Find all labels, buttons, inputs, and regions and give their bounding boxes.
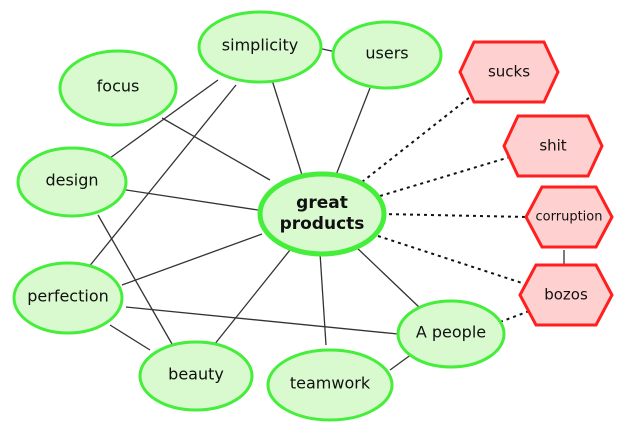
node-design: design [16,146,128,218]
solid-edges [87,47,565,371]
node-design-label: design [45,171,98,190]
center-label-line1: great [296,193,348,213]
edge-focus-center [161,117,271,181]
node-corruption: corruption [524,185,614,249]
node-teamwork: teamwork [266,348,394,422]
node-perfection: perfection [12,261,124,335]
node-beauty: beauty [138,340,254,412]
edge-simplicity-center [271,79,303,176]
node-perfection-label: perfection [27,287,109,306]
edge-apeople-center [354,245,421,309]
node-teamwork-label: teamwork [290,374,371,393]
node-bozos-label: bozos [544,286,588,304]
node-sucks-label: sucks [488,63,530,81]
dashed-edges [361,96,533,323]
edge-perfection-center [121,233,263,286]
node-focus: focus [58,49,178,127]
edge-perfection-beauty [109,324,151,351]
node-focus-label: focus [97,77,140,96]
dash-center-bozos [377,235,523,284]
edge-design-simplicity [109,79,219,159]
node-shit-label: shit [539,137,566,155]
node-simplicity: simplicity [197,10,323,84]
dash-apeople-bozos [499,309,533,323]
edge-teamwork-apeople [389,353,413,371]
node-users: users [331,20,443,90]
edge-beauty-center [209,249,291,351]
dash-center-corruption [381,213,529,218]
center-label-line2: products [280,214,365,234]
node-sucks: sucks [458,40,560,104]
node-users-label: users [365,44,408,63]
node-a-people-label: A people [416,323,486,342]
node-corruption-label: corruption [536,210,603,225]
edge-perfection-simplicity [87,84,237,269]
edge-design-center [125,189,259,211]
dash-center-sucks [361,96,471,183]
node-great-products: great products [257,171,387,257]
node-shit: shit [502,114,604,178]
node-simplicity-label: simplicity [222,36,298,55]
edge-perfection-apeople [125,306,399,335]
node-bozos: bozos [518,263,614,327]
dash-center-shit [379,156,511,197]
edge-users-center [335,87,371,176]
node-beauty-label: beauty [168,365,224,384]
edge-teamwork-center [319,252,327,346]
edge-design-beauty [97,214,173,345]
node-a-people: A people [396,299,506,369]
